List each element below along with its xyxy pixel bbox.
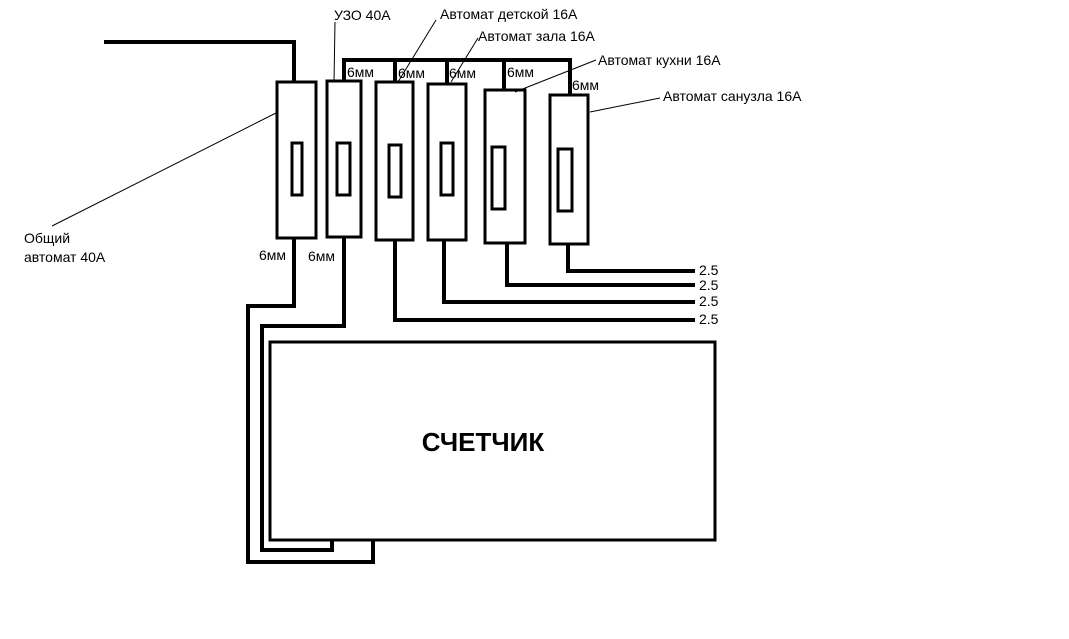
incoming-supply-wire (104, 40, 296, 84)
output-wire-kitchen (505, 242, 695, 287)
breaker-hall-label: Автомат зала 16А (478, 28, 596, 44)
main-breaker-to-meter-wire (246, 236, 375, 564)
leader-line-bathroom (589, 97, 661, 113)
wire-size-bus-2: 6мм (398, 65, 425, 81)
breaker-kids-label: Автомат детской 16А (440, 6, 578, 22)
wire-size-bus-1: 6мм (347, 64, 374, 80)
output-wire-hall (442, 238, 695, 304)
main-breaker-label-line2: автомат 40А (24, 249, 106, 265)
breaker-hall (426, 82, 468, 242)
meter-label: СЧЕТЧИК (422, 427, 545, 457)
breaker-bathroom (548, 93, 590, 246)
main-breaker (275, 80, 318, 240)
leader-line-kitchen (514, 59, 597, 93)
output-label-4: 2.5 (699, 311, 719, 327)
output-wire-bathroom (566, 242, 695, 273)
leader-line-main (51, 111, 279, 227)
wire-size-uzo-out: 6мм (308, 248, 335, 264)
wire-size-bus-5: 6мм (572, 77, 599, 93)
wire-size-bus-3: 6мм (449, 65, 476, 81)
uzo-to-meter-wire (260, 236, 346, 552)
output-label-3: 2.5 (699, 293, 719, 309)
wire-size-main-out: 6мм (259, 247, 286, 263)
output-label-2: 2.5 (699, 277, 719, 293)
breaker-kitchen (483, 88, 527, 245)
leader-line-uzo (333, 21, 336, 83)
leader-line-hall (450, 37, 479, 83)
output-wire-kids (393, 238, 695, 322)
uzo-label: УЗО 40А (334, 7, 391, 23)
output-label-1: 2.5 (699, 262, 719, 278)
main-breaker-label-line1: Общий (24, 230, 70, 246)
distribution-bus-wire (342, 58, 572, 97)
uzo-device (325, 79, 363, 239)
leader-line-kids (397, 19, 437, 83)
breaker-kitchen-label: Автомат кухни 16А (598, 52, 721, 68)
breaker-bathroom-label: Автомат санузла 16А (663, 88, 802, 104)
wire-size-bus-4: 6мм (507, 64, 534, 80)
meter-box (268, 340, 717, 542)
breaker-kids (374, 80, 415, 242)
